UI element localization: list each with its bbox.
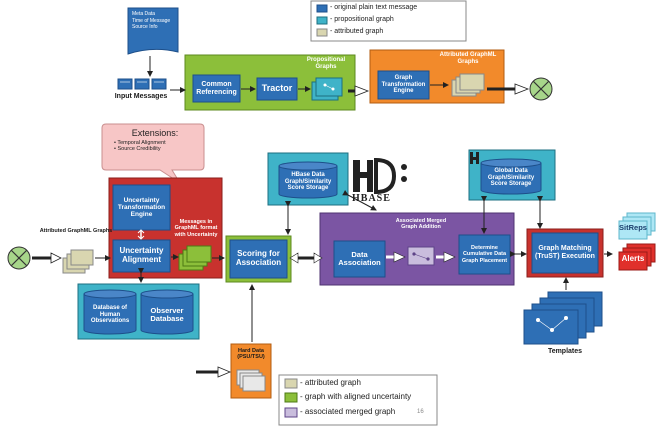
extensions-text: Extensions: • Temporal Alignment • Sourc…: [108, 128, 202, 152]
input-messages-icon: [117, 78, 167, 90]
hbase-db[interactable]: [278, 161, 338, 199]
legend-aligned-graph-icon: [284, 392, 298, 403]
merged-graph-icon: [407, 246, 435, 266]
scoring-label: Scoring for Association: [235, 249, 282, 267]
uncertainty-alignment-label: Uncertainty Alignment: [119, 246, 164, 264]
legend-top: [310, 0, 467, 42]
page-number: 16: [417, 409, 424, 415]
extensions-item: • Temporal Alignment: [114, 140, 166, 146]
legend-attributed-icon: [316, 28, 328, 37]
extensions-title: Extensions:: [131, 128, 179, 138]
legend-attributed-graph-icon: [284, 378, 298, 389]
global-db[interactable]: [480, 158, 542, 195]
legend-bottom-item: - associated merged graph: [300, 407, 396, 416]
attributed-graph-icon-left: [62, 249, 94, 274]
graph-transformation-box[interactable]: [377, 70, 430, 100]
data-association-box[interactable]: [333, 240, 386, 278]
doc-line: Time of Message: [132, 17, 171, 24]
determine-placement-label: Determine Cumulative Data Graph Placemen…: [461, 245, 508, 264]
determine-placement-box[interactable]: [458, 234, 511, 275]
templates-stack: [523, 291, 603, 345]
merged-graph-addition-label: Associated Merged Graph Addition: [395, 218, 447, 231]
terminal-circle-top: [529, 77, 553, 101]
observer-db[interactable]: [140, 289, 194, 335]
doc-line: Source Info: [132, 24, 158, 30]
legend-propositional-icon: [316, 16, 328, 25]
common-referencing-box[interactable]: [192, 74, 241, 103]
uncertainty-transformation-label: Uncertainty Transformation Engine: [117, 196, 166, 219]
document-text: Meta Data Time of Message Source Info: [132, 11, 170, 31]
observer-database-label: Observer Database: [150, 305, 184, 323]
extensions-callout: [101, 123, 205, 184]
templates-label: Templates: [547, 348, 583, 355]
messages-graphml-label: Messages in GraphML format with Uncertai…: [174, 219, 218, 238]
attributed-graph-icon-top: [451, 73, 485, 97]
attributed-graphml-left-label: Attributed GraphML Graphs: [39, 228, 113, 234]
graph-matching-box[interactable]: [531, 232, 599, 274]
tractor-label: Tractor: [261, 83, 293, 94]
data-association-label: Data Association: [338, 249, 381, 267]
alerts-label: Alerts: [621, 254, 645, 263]
input-messages-label: Input Messages: [114, 93, 168, 100]
attributed-graphml-top-label: Attributed GraphML Graphs: [439, 52, 497, 65]
extensions-item-label: Temporal Alignment: [117, 140, 166, 146]
hard-data-icon: [236, 369, 266, 392]
propositional-graphs-label: Propositional Graphs: [306, 57, 346, 70]
hbase-logo: [353, 157, 407, 195]
uncertainty-alignment-box[interactable]: [112, 239, 171, 273]
legend-bottom-item: - attributed graph: [300, 378, 361, 387]
legend-merged-graph-icon: [284, 407, 298, 418]
legend-top-item: - original plain text message: [330, 4, 418, 11]
extensions-item-label: Source Credibility: [117, 146, 161, 152]
legend-top-item: - propositional graph: [330, 16, 394, 23]
hbase-storage-label: HBase Data Graph/Similarity Score Storag…: [284, 172, 332, 192]
legend-bottom: [278, 374, 438, 426]
alerts-stack: [618, 243, 656, 271]
human-observations-label: Database of Human Observations: [90, 305, 130, 325]
sitreps-label: SitReps: [619, 223, 647, 232]
graph-matching-label: Graph Matching (TruST) Execution: [535, 245, 595, 260]
document-icon: [127, 7, 179, 55]
propositional-graph-icon: [311, 77, 343, 101]
doc-line: Meta Data: [132, 11, 156, 17]
legend-plain-text-icon: [316, 4, 328, 13]
aligned-uncertainty-graph-icon: [178, 245, 212, 271]
tractor-box[interactable]: [256, 77, 298, 101]
scoring-box[interactable]: [229, 239, 288, 279]
sitreps-stack: [618, 212, 656, 240]
graph-transformation-label: Graph Transformation Engine: [381, 75, 426, 95]
global-storage-label: Global Data Graph/Similarity Score Stora…: [487, 168, 535, 188]
hbase-mini-logo: [470, 152, 479, 164]
uncertainty-transformation-box[interactable]: [112, 184, 171, 231]
legend-bottom-item: - graph with aligned uncertainty: [300, 392, 412, 401]
human-observations-db[interactable]: [83, 289, 137, 335]
hard-data-label: Hard Data (PSU/TSU): [237, 348, 265, 361]
legend-top-item: - attributed graph: [330, 28, 384, 35]
hbase-logo-text: HBASE: [352, 193, 391, 204]
terminal-circle-left: [7, 246, 31, 270]
extensions-item: • Source Credibility: [114, 146, 161, 152]
common-referencing-label: Common Referencing: [196, 80, 237, 96]
